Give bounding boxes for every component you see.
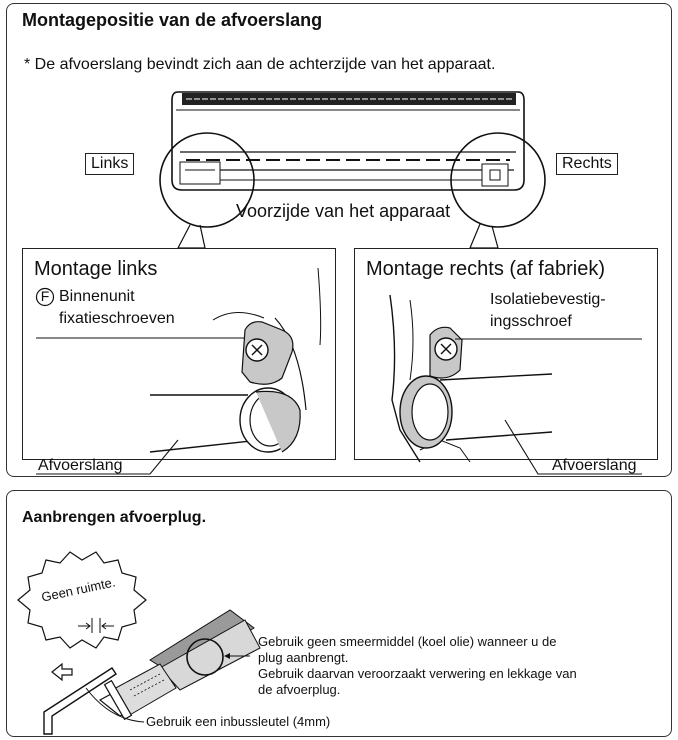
label-left: Links <box>85 153 135 175</box>
indoor-unit-illustration <box>159 91 546 249</box>
panel-left-hose-label: Afvoerslang <box>38 457 123 474</box>
panel-left-title: Montage links <box>34 258 158 280</box>
section1-title: Montagepositie van de afvoerslang <box>22 10 323 30</box>
panel-right-hose-label: Afvoerslang <box>552 457 637 474</box>
warning-line-3: Gebruik daarvan veroorzaakt verwering en… <box>258 666 577 681</box>
section1-note: * De afvoerslang bevindt zich aan de ach… <box>24 56 496 73</box>
label-right: Rechts <box>556 153 618 175</box>
warning-line-2: plug aanbrengt. <box>258 650 349 665</box>
panel-right-screw-label-2: ingsschroef <box>490 313 572 330</box>
panel-left-marker-letter: F <box>40 288 50 304</box>
warning-line-4: de afvoerplug. <box>258 682 341 697</box>
front-label: Voorzijde van het apparaat <box>236 201 451 221</box>
panel-right-screw-label-1: Isolatiebevestig- <box>490 291 606 308</box>
warning-line-1: Gebruik geen smeermiddel (koel olie) wan… <box>258 634 557 649</box>
panel-right-title: Montage rechts (af fabriek) <box>366 258 605 280</box>
hex-key-label: Gebruik een inbussleutel (4mm) <box>146 714 331 729</box>
panel-left-screw-label-1: Binnenunit <box>59 288 135 305</box>
panel-left-screw-label-2: fixatieschroeven <box>59 310 175 327</box>
section2-title: Aanbrengen afvoerplug. <box>22 509 207 526</box>
